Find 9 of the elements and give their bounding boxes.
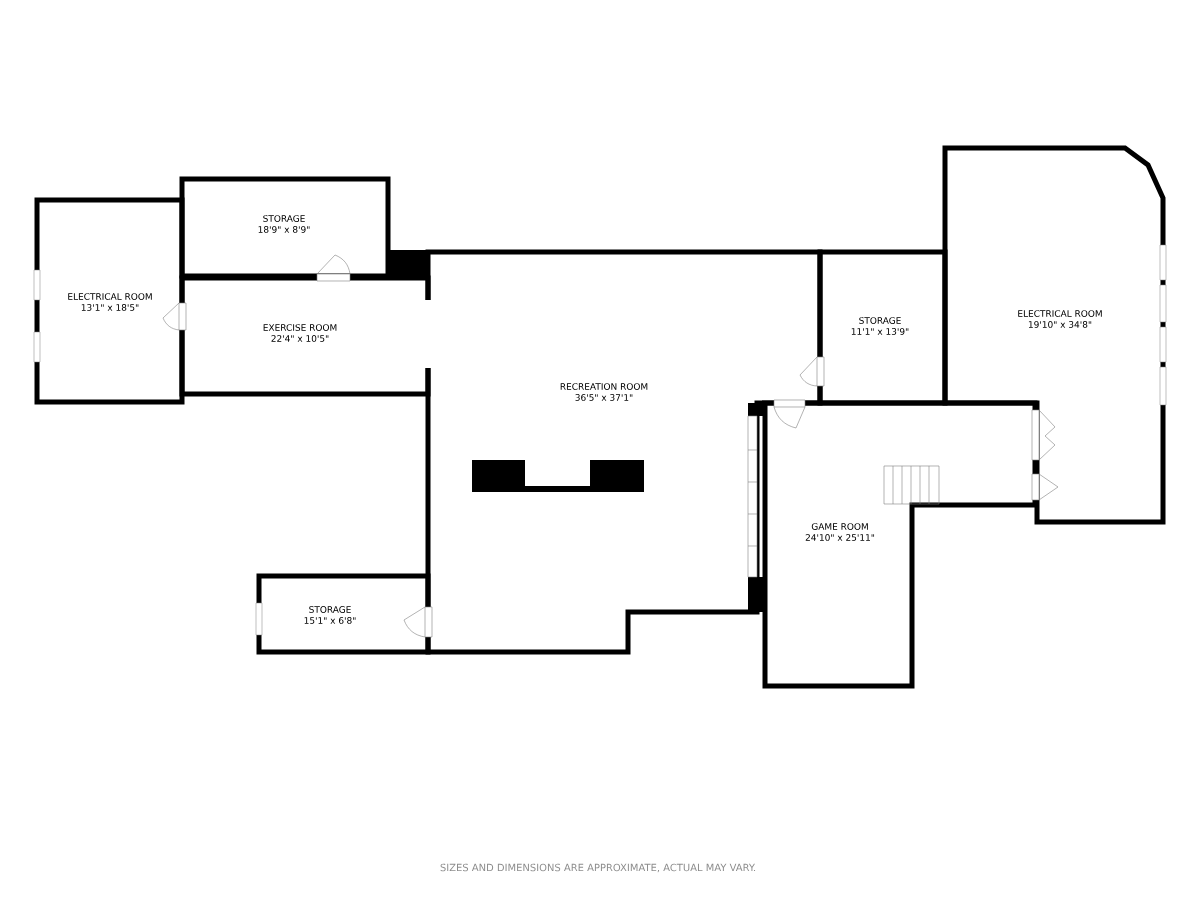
room-label: GAME ROOM 24'10" x 25'11" xyxy=(805,523,875,541)
room-label: STORAGE 18'9" x 8'9" xyxy=(258,215,310,233)
caption: SIZES AND DIMENSIONS ARE APPROXIMATE, ACTUAL MAY VARY. xyxy=(440,863,756,873)
room-label: ELECTRICAL ROOM 19'10" x 34'8" xyxy=(1018,310,1102,328)
room-label: EXERCISE ROOM 22'4" x 10'5" xyxy=(263,324,337,342)
room-label: ELECTRICAL ROOM 13'1" x 18'5" xyxy=(68,293,152,311)
room-label: STORAGE 15'1" x 6'8" xyxy=(304,606,356,624)
room-label: RECREATION ROOM 36'5" x 37'1" xyxy=(560,383,648,401)
room-label: STORAGE 11'1" x 13'9" xyxy=(851,317,909,335)
